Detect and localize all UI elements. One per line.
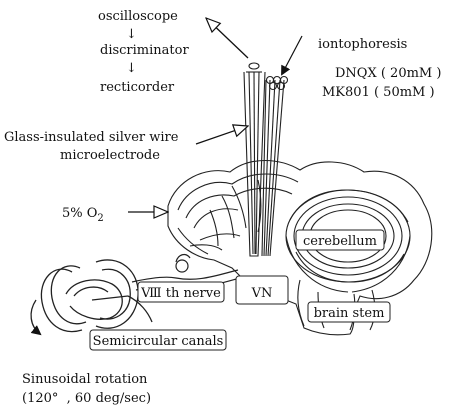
mk801-label: MK801 ( 50mM ) <box>322 85 435 100</box>
vn-label: VN <box>251 286 273 301</box>
iontophoresis-label: iontophoresis <box>318 37 407 52</box>
semicircular-canals-shape <box>31 260 152 334</box>
oscilloscope-arrow <box>206 18 248 58</box>
cerebellum-label: cerebellum <box>303 234 377 249</box>
electrode-label-line2: microelectrode <box>60 148 160 163</box>
iontophoresis-arrow <box>282 36 302 74</box>
nerve-label: Ⅷ th nerve <box>140 286 221 301</box>
rotation-label-line1: Sinusoidal rotation <box>22 372 148 387</box>
rotation-label-line2: (120° , 60 deg/sec) <box>22 391 151 406</box>
brainstem-label: brain stem <box>314 306 385 321</box>
microelectrode <box>244 63 265 256</box>
oxygen-subscript: 2 <box>97 213 103 224</box>
electrode-pointer <box>196 126 248 144</box>
chain-arrow-2: ↓ <box>126 61 137 76</box>
oscilloscope-label: oscilloscope <box>98 9 178 24</box>
oxygen-label: 5% O2 <box>62 206 104 224</box>
electrode-label-line1: Glass-insulated silver wire <box>4 130 179 145</box>
canals-label: Semicircular canals <box>93 334 224 349</box>
dnqx-label: DNQX ( 20mM ) <box>335 66 441 81</box>
iontophoresis-pipettes <box>262 77 288 257</box>
chain-arrow-1: ↓ <box>126 27 137 42</box>
oxygen-text: 5% O <box>62 206 97 221</box>
recticorder-label: recticorder <box>100 80 175 95</box>
discriminator-label: discriminator <box>100 43 189 58</box>
